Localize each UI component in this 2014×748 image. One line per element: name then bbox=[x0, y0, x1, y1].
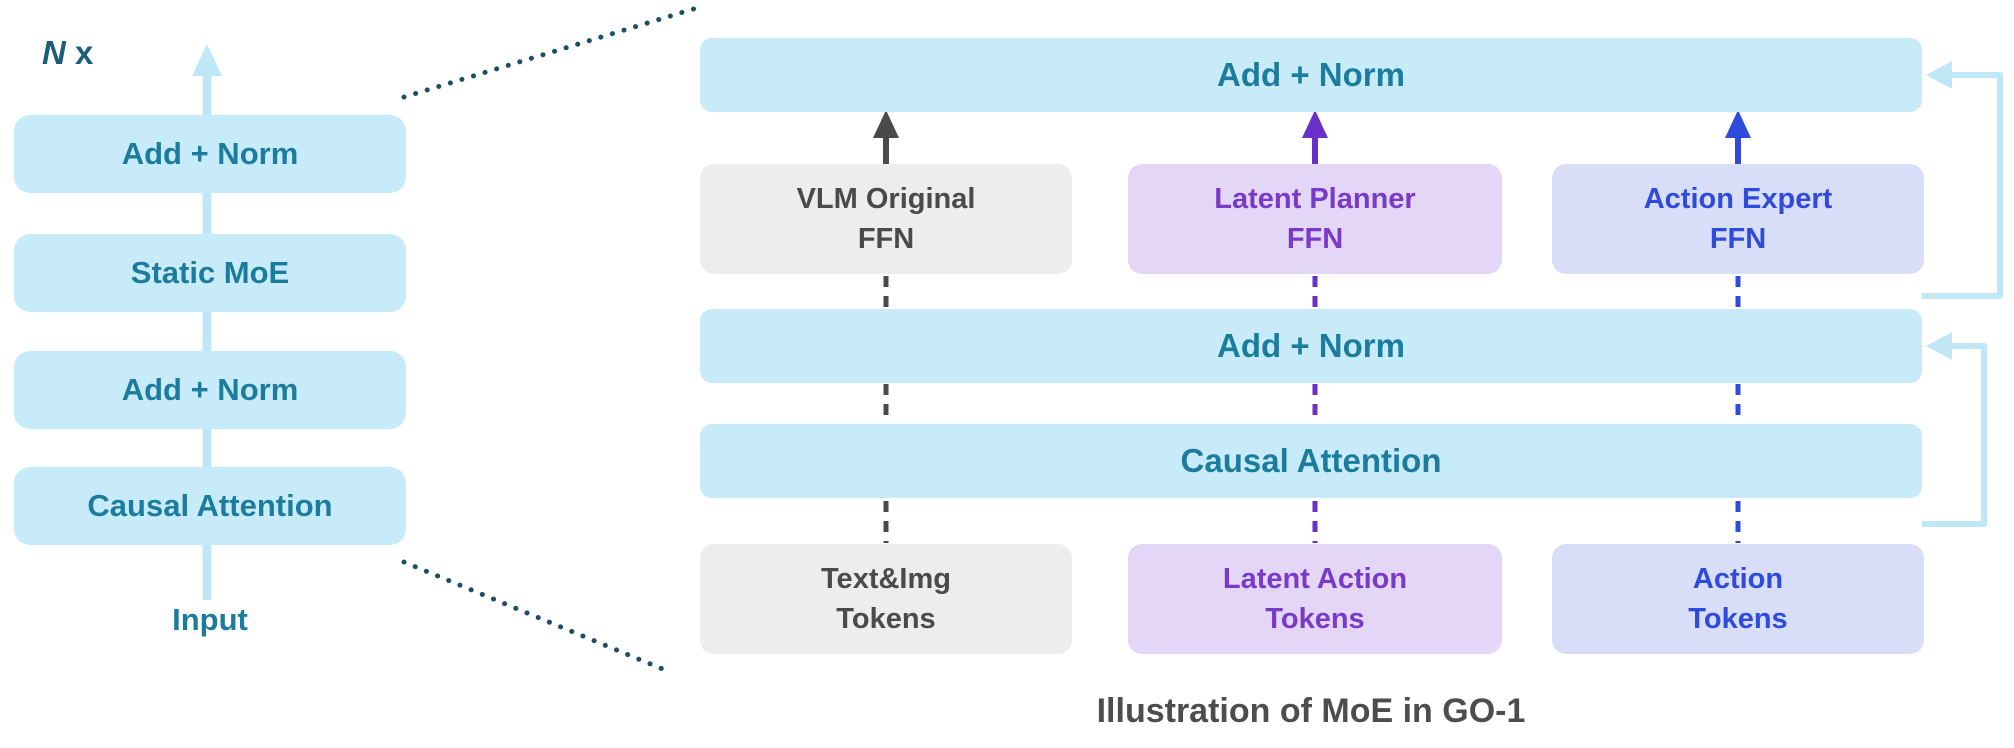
figure-caption: Illustration of MoE in GO-1 bbox=[1096, 692, 1526, 730]
arrowhead-up-icon bbox=[192, 44, 222, 76]
mid-add-norm-bar: Add + Norm bbox=[700, 309, 1922, 383]
input-label: Input bbox=[172, 602, 248, 637]
repeat-count-label: N x bbox=[42, 34, 93, 72]
token-box-text-img: Text&Img Tokens bbox=[700, 544, 1072, 654]
column-connectors-latent-planner bbox=[1302, 110, 1328, 543]
arrowhead-left-icon bbox=[1926, 61, 1952, 89]
ffn-box-vlm-original: VLM Original FFN bbox=[700, 164, 1072, 274]
mini-block-add-norm-top: Add + Norm bbox=[14, 115, 406, 193]
token-box-action: Action Tokens bbox=[1552, 544, 1924, 654]
column-connectors-vlm bbox=[873, 110, 899, 543]
residual-line bbox=[1922, 72, 2003, 299]
repeat-x: x bbox=[65, 34, 94, 71]
arrowhead-up-icon bbox=[873, 110, 899, 138]
mini-block-static-moe: Static MoE bbox=[14, 234, 406, 312]
residual-connection-mid bbox=[1922, 332, 1987, 527]
residual-connection-top bbox=[1922, 61, 2003, 299]
zoom-guide-top-line bbox=[401, 4, 703, 100]
repeat-n: N bbox=[42, 34, 66, 71]
zoom-guide-bottom-line bbox=[401, 559, 668, 673]
residual-line bbox=[1922, 343, 1987, 527]
ffn-box-latent-planner: Latent Planner FFN bbox=[1128, 164, 1502, 274]
arrowhead-left-icon bbox=[1926, 332, 1952, 360]
column-connectors-action-expert bbox=[1725, 110, 1751, 543]
causal-attention-bar: Causal Attention bbox=[700, 424, 1922, 498]
arrowhead-up-icon bbox=[1725, 110, 1751, 138]
token-box-latent-action: Latent Action Tokens bbox=[1128, 544, 1502, 654]
top-add-norm-bar: Add + Norm bbox=[700, 38, 1922, 112]
mini-block-add-norm-bottom: Add + Norm bbox=[14, 351, 406, 429]
mini-block-causal-attention: Causal Attention bbox=[14, 467, 406, 545]
arrowhead-up-icon bbox=[1302, 110, 1328, 138]
ffn-box-action-expert: Action Expert FFN bbox=[1552, 164, 1924, 274]
